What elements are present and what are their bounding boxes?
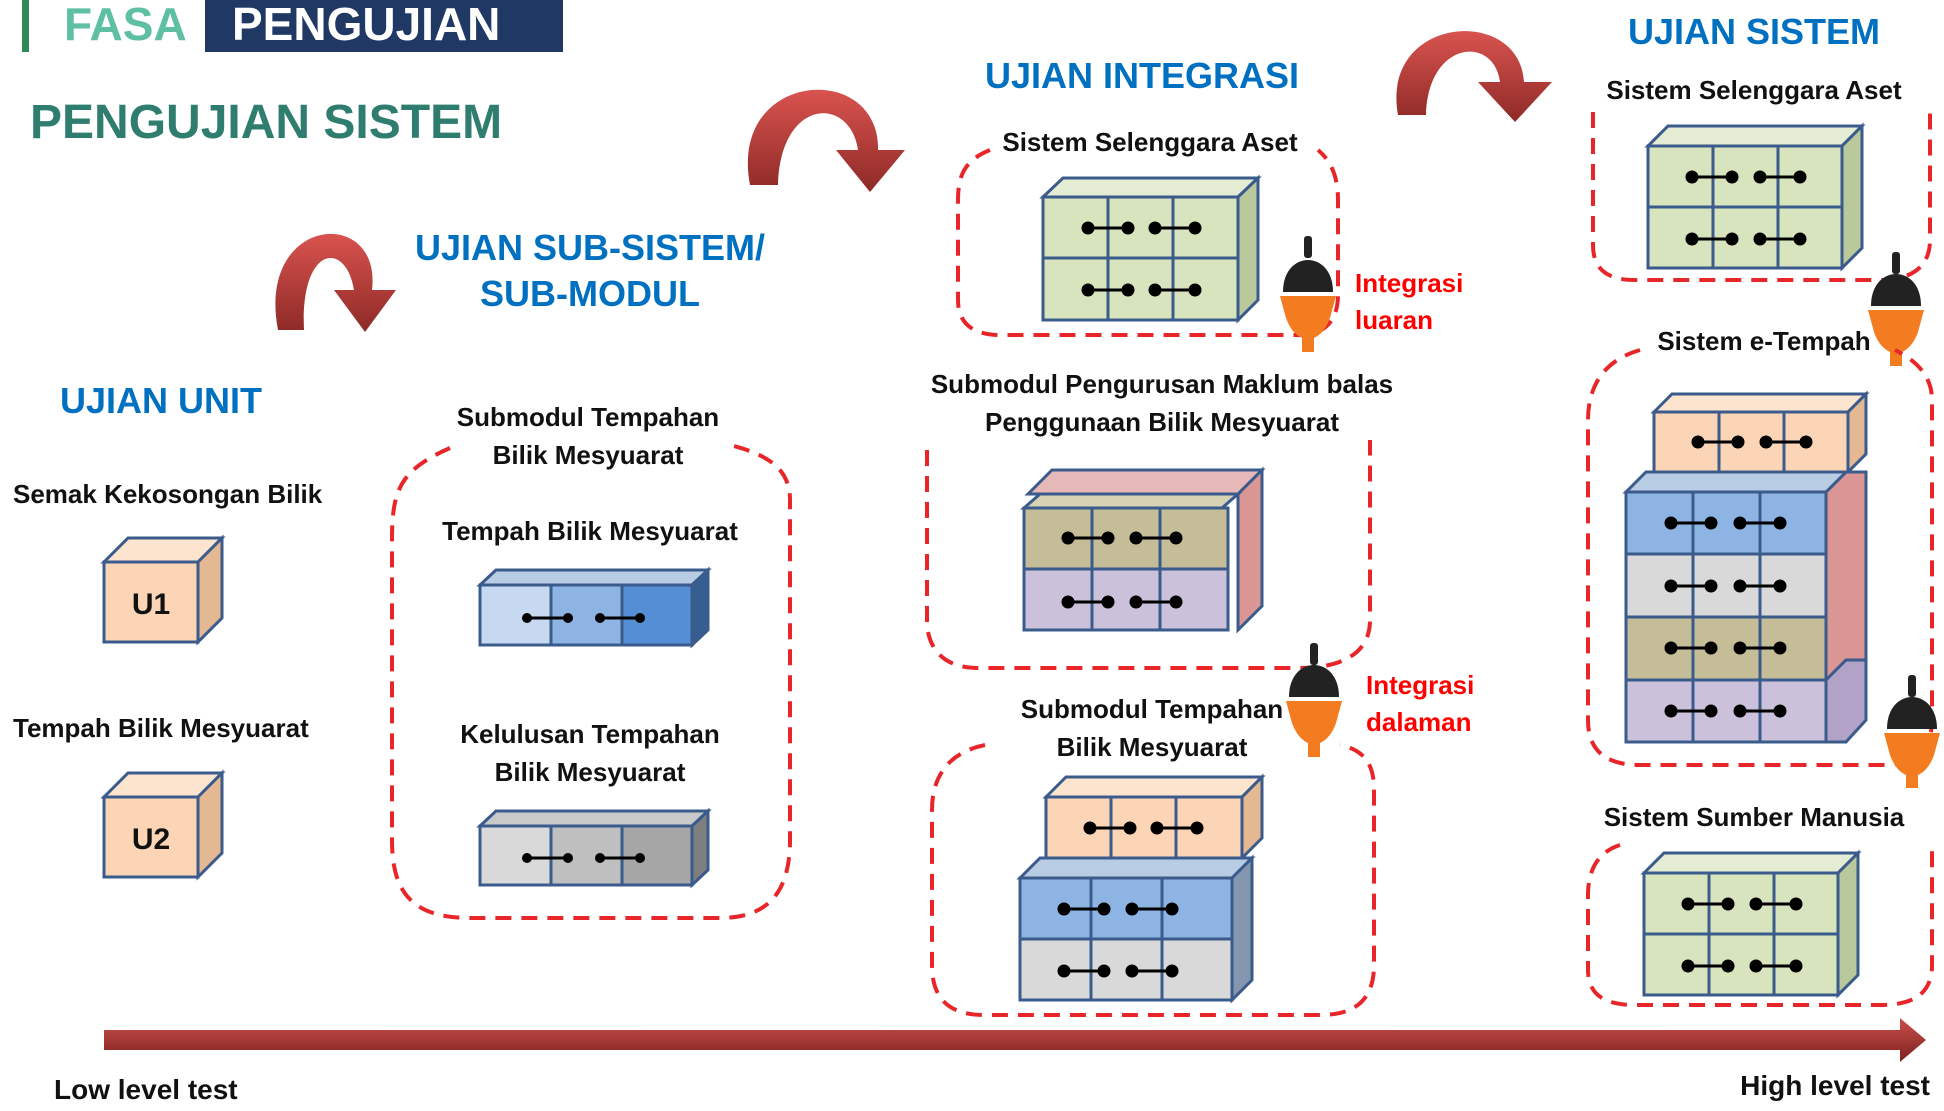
external-integration-label-line2: luaran (1355, 305, 1433, 335)
unit-cube-u2: U2 (100, 769, 226, 881)
integration-asset-label: Sistem Selenggara Aset (1002, 127, 1298, 157)
system-etempah-label: Sistem e-Tempah (1657, 326, 1870, 356)
external-integration-label-line1: Integrasi (1355, 268, 1463, 298)
unit-stage-title: UJIAN UNIT (60, 380, 262, 421)
booking-submodule-cubes (1016, 773, 1266, 1004)
system-etempah-cubes (1622, 390, 1870, 744)
feedback-submodule-label-line2: Penggunaan Bilik Mesyuarat (985, 407, 1339, 437)
system-internal-plug-icon (1884, 675, 1940, 788)
subsystem-stage-title-line2: SUB-MODUL (480, 273, 700, 314)
internal-integration-label-line2: dalaman (1366, 707, 1472, 737)
system-asset-boundary (1591, 110, 1932, 282)
integration-stage-title: UJIAN INTEGRASI (985, 55, 1299, 96)
integration-asset-cubes (1039, 174, 1262, 324)
flow-arrow-3 (1396, 31, 1552, 122)
system-stage-title: UJIAN SISTEM (1628, 11, 1880, 52)
unit-code-u2: U2 (132, 823, 170, 856)
phase-name-box (205, 0, 563, 52)
subsystem-module2-label-line1: Kelulusan Tempahan (460, 719, 720, 749)
system-asset-label: Sistem Selenggara Aset (1606, 75, 1902, 105)
feedback-submodule-cubes (1020, 466, 1266, 634)
axis-low-label: Low level test (54, 1074, 238, 1105)
system-hr-cubes (1640, 849, 1862, 999)
section-title: PENGUJIAN SISTEM (30, 96, 502, 149)
header-accent-bar (22, 0, 29, 52)
axis-high-label: High level test (1740, 1070, 1930, 1101)
subsystem-module2-label-line2: Bilik Mesyuarat (495, 757, 686, 787)
system-hr-boundary (1586, 843, 1934, 1007)
system-external-plug-icon (1868, 252, 1924, 366)
unit-code-u1: U1 (132, 588, 170, 621)
test-level-axis-arrow (104, 1018, 1926, 1062)
flow-arrow-1 (275, 233, 396, 332)
system-hr-label: Sistem Sumber Manusia (1604, 802, 1905, 832)
subsystem-module1-cubes (476, 566, 712, 649)
booking-submodule-label-line2: Bilik Mesyuarat (1057, 732, 1248, 762)
unit-item-2-label: Tempah Bilik Mesyuarat (13, 713, 309, 743)
internal-integration-label-line1: Integrasi (1366, 670, 1474, 700)
flow-arrow-2 (747, 89, 905, 192)
booking-submodule-boundary (930, 743, 1376, 1017)
subsystem-stage-title-line1: UJIAN SUB-SISTEM/ (415, 227, 765, 268)
feedback-submodule-boundary (925, 440, 1372, 670)
external-integration-plug-icon (1280, 236, 1336, 352)
subsystem-group-boundary (390, 443, 792, 920)
phase-label: FASA (64, 0, 187, 50)
phase-name: PENGUJIAN (232, 0, 500, 50)
internal-integration-plug-icon (1286, 643, 1342, 757)
subsystem-module1-label: Tempah Bilik Mesyuarat (442, 516, 738, 546)
subsystem-group-label-line1: Submodul Tempahan (457, 402, 719, 432)
system-etempah-boundary (1586, 348, 1934, 767)
subsystem-module2-cubes (476, 807, 712, 889)
feedback-submodule-label-line1: Submodul Pengurusan Maklum balas (931, 369, 1393, 399)
unit-item-1-label: Semak Kekosongan Bilik (13, 479, 323, 509)
unit-cube-u1: U1 (100, 534, 226, 646)
booking-submodule-label-line1: Submodul Tempahan (1021, 694, 1283, 724)
subsystem-group-label-line2: Bilik Mesyuarat (493, 440, 684, 470)
system-asset-cubes (1644, 122, 1866, 272)
